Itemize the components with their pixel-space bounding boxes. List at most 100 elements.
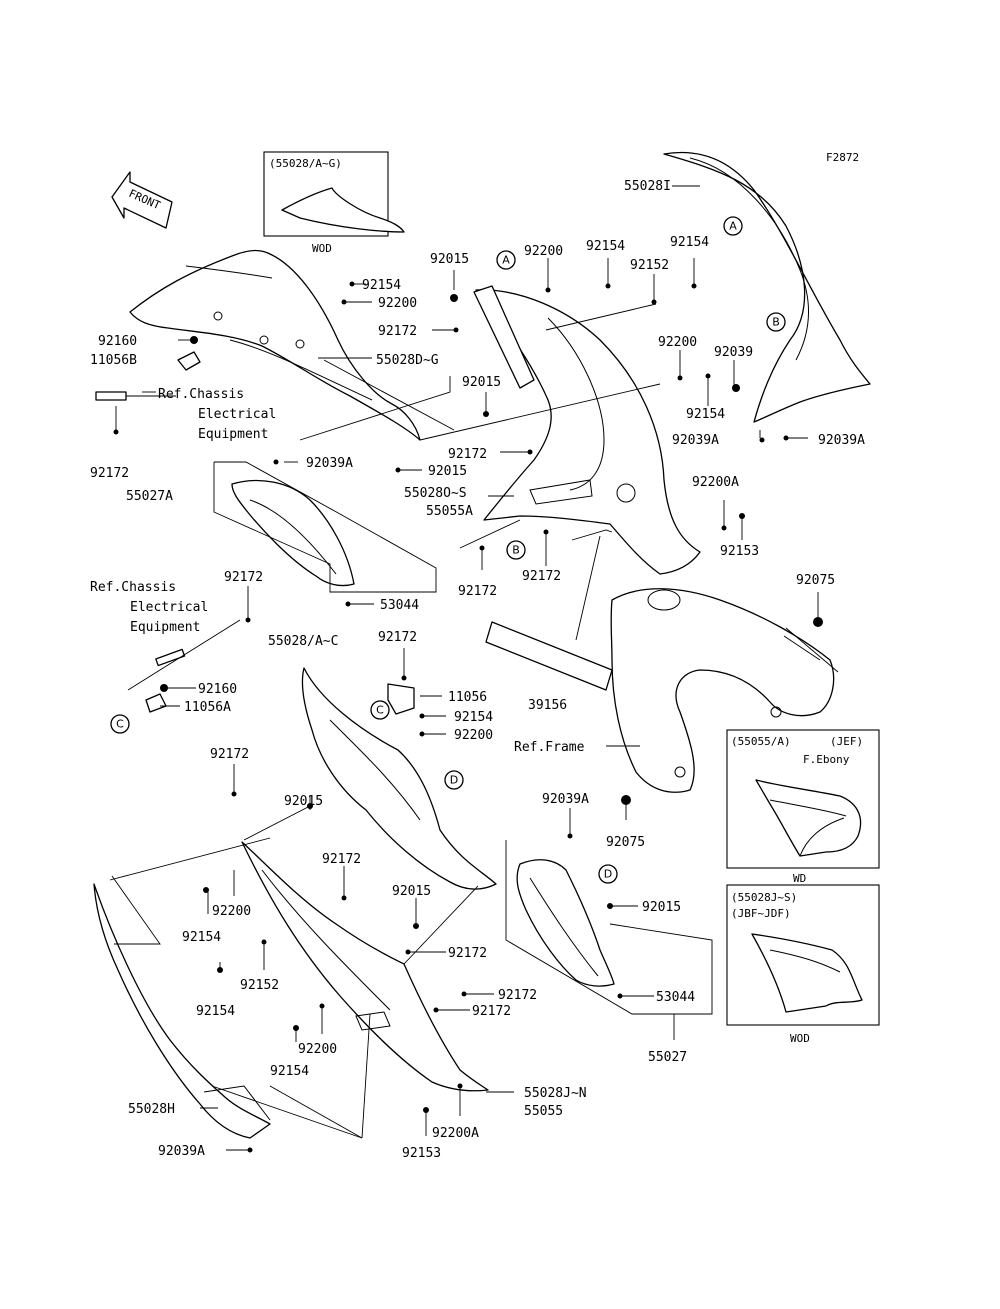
svg-text:C: C: [116, 718, 124, 731]
inset-top: (55028/A~G) WOD: [263, 151, 405, 255]
callout-C2: C: [370, 700, 390, 720]
ref-frame-bracket: [610, 588, 835, 793]
label-55055: 55055: [524, 1104, 563, 1119]
label-92200A: 92200A: [692, 475, 739, 490]
label-53044: 53044: [380, 598, 419, 613]
label-92172: 92172: [498, 988, 537, 1003]
label-92153: 92153: [720, 544, 759, 559]
label-92200: 92200: [454, 728, 493, 743]
inset-top-caption: WOD: [312, 242, 332, 255]
label-11056A: 11056A: [184, 700, 231, 715]
callout-A1: A: [723, 216, 743, 236]
label-92154: 92154: [196, 1004, 235, 1019]
inset-r2-caption: WOD: [790, 1032, 810, 1045]
inset-r2-sub: (JBF~JDF): [731, 907, 791, 920]
label-92154: 92154: [270, 1064, 309, 1079]
label-92015: 92015: [430, 252, 469, 267]
part-39156: [485, 621, 613, 691]
label-92160: 92160: [198, 682, 237, 697]
svg-text:C: C: [376, 704, 384, 717]
callout-B2: B: [506, 540, 526, 560]
label-92015: 92015: [284, 794, 323, 809]
part-55028I: [663, 151, 871, 423]
label-39156: 39156: [528, 698, 567, 713]
inset-top-title: (55028/A~G): [269, 157, 342, 170]
leaders: [113, 185, 823, 1153]
label-92015: 92015: [462, 375, 501, 390]
label-55027A: 55027A: [126, 489, 173, 504]
inset-right-2: (55028J~S) (JBF~JDF) WOD: [726, 884, 880, 1045]
label-92015: 92015: [428, 464, 467, 479]
svg-text:D: D: [604, 868, 612, 881]
bracket-11056A: [145, 648, 186, 713]
label-92154: 92154: [362, 278, 401, 293]
part-55028O-S: [475, 289, 701, 575]
label-53044: 53044: [656, 990, 695, 1005]
callout-A2: A: [496, 250, 516, 270]
ref-equipment-2: Equipment: [130, 620, 200, 635]
inset-r1-title: (55055/A): [731, 735, 791, 748]
front-arrow-icon: FRONT: [111, 171, 173, 229]
callout-B1: B: [766, 312, 786, 332]
callout-C1: C: [110, 714, 130, 734]
inset-r2-title: (55028J~S): [731, 891, 797, 904]
figure-code: F2872: [826, 151, 859, 164]
part-55027: [516, 859, 615, 987]
svg-text:B: B: [512, 544, 520, 557]
inset-r1-sub: F.Ebony: [803, 753, 850, 766]
label-92152: 92152: [630, 258, 669, 273]
svg-text:A: A: [502, 254, 510, 267]
label-92172: 92172: [322, 852, 361, 867]
label-55027: 55027: [648, 1050, 687, 1065]
label-92154: 92154: [454, 710, 493, 725]
label-55028H: 55028H: [128, 1102, 175, 1117]
ref-frame: Ref.Frame: [514, 740, 585, 755]
label-92039A: 92039A: [672, 433, 719, 448]
part-55028J-N: [241, 841, 489, 1092]
ref-equipment-1: Equipment: [198, 427, 268, 442]
part-labels: 55028I 92015 92200 92154 92154 92152 921…: [90, 179, 865, 1161]
label-92160: 92160: [98, 334, 137, 349]
svg-text:A: A: [729, 220, 737, 233]
callout-D2: D: [598, 864, 618, 884]
label-92154: 92154: [586, 239, 625, 254]
label-92172: 92172: [90, 466, 129, 481]
label-92200: 92200: [524, 244, 563, 259]
svg-text:D: D: [450, 774, 458, 787]
label-92172: 92172: [378, 630, 417, 645]
reference-lines: [109, 303, 839, 1139]
svg-text:B: B: [772, 316, 780, 329]
label-92200: 92200: [658, 335, 697, 350]
label-92200A: 92200A: [432, 1126, 479, 1141]
label-92154: 92154: [182, 930, 221, 945]
label-55028I: 55028I: [624, 179, 671, 194]
label-55028A-C: 55028/A~C: [268, 634, 338, 649]
label-92075: 92075: [606, 835, 645, 850]
label-92200: 92200: [378, 296, 417, 311]
label-92039A: 92039A: [818, 433, 865, 448]
part-55028H: [93, 883, 271, 1139]
label-92153: 92153: [402, 1146, 441, 1161]
label-92200: 92200: [298, 1042, 337, 1057]
label-55055A: 55055A: [426, 504, 473, 519]
label-92039: 92039: [714, 345, 753, 360]
label-55028O-S: 55028O~S: [404, 486, 467, 501]
ref-chassis-1: Ref.Chassis: [158, 387, 244, 402]
label-92172: 92172: [448, 447, 487, 462]
label-92172: 92172: [458, 584, 497, 599]
label-92039A: 92039A: [306, 456, 353, 471]
inset-r1-caption: WD: [793, 872, 806, 885]
bracket-11056: [387, 683, 415, 715]
bracket-middle: [473, 285, 535, 389]
label-92075: 92075: [796, 573, 835, 588]
label-92152: 92152: [240, 978, 279, 993]
label-92039A: 92039A: [158, 1144, 205, 1159]
inset-right-1: (55055/A) (JEF) F.Ebony WD: [726, 729, 880, 885]
label-92154: 92154: [670, 235, 709, 250]
label-92039A: 92039A: [542, 792, 589, 807]
part-55028D-G: [129, 249, 421, 441]
label-92015: 92015: [392, 884, 431, 899]
label-11056B: 11056B: [90, 353, 137, 368]
label-92015: 92015: [642, 900, 681, 915]
